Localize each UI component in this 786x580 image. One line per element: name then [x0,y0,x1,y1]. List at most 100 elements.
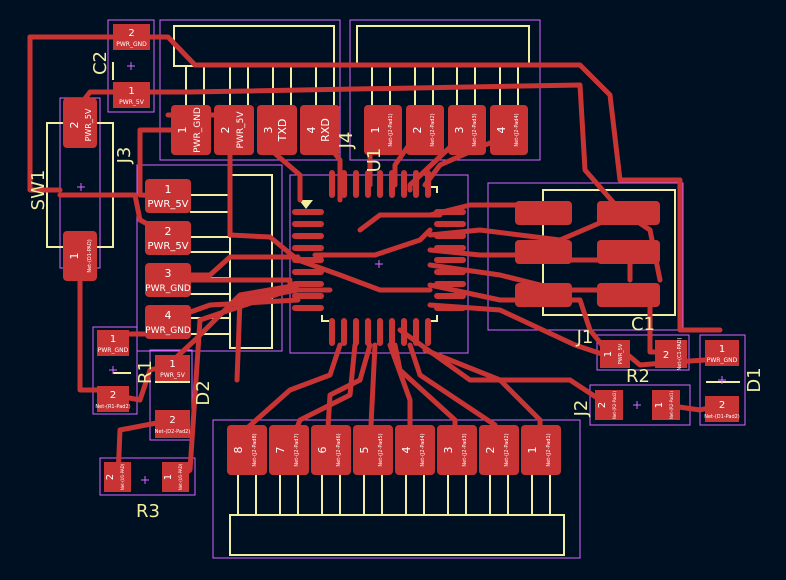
pad-number: 1 [526,447,539,454]
pad-j4-1: 1 PWR_GND [171,105,211,155]
ref-d1: D1 [744,367,765,392]
pad-r1-1: 1 PWR_GND [97,330,129,356]
pad-number: 2 [411,127,424,134]
pad-net: PWR_5V [147,241,188,252]
pad-r1-2: 2 Net-(R1-Pad2) [95,386,131,412]
trace-vertical-j3 [234,287,301,383]
trace-inner-b [357,212,443,233]
ref-c2: C2 [90,51,111,75]
pad-number: 2 [663,350,669,361]
trace-sw1 [27,34,63,193]
pad-net: Net-(J2-Pad3) [462,433,468,466]
pad-j1-1: 1 PWR_5V [600,340,630,368]
courtyard-bottom-header [212,419,581,559]
pad-j3-1: 1 PWR_5V [145,179,191,213]
silk-bottom-header-body [229,514,565,556]
pad-net: Net-(J2-Pad7) [294,433,300,466]
pad-number: 1 [165,183,172,196]
pad-d1-1: 1 PWR_GND [705,340,739,366]
pad-net: Net-(J2-Pad1) [546,433,552,466]
pad-bottom-3: 3 Net-(J2-Pad3) [437,425,477,475]
pad-r2-1: 1 Net-(R2-Pad1) [652,390,680,420]
pad-r3-1: 1 Net-(U1-PAD) [162,462,189,492]
pad-bottom-8: 8 Net-(J2-Pad8) [227,425,267,475]
pad-net: PWR_5V [119,99,145,106]
pad-net: Net-(U1-PAD) [178,463,183,490]
pad-net: Net-(R1-Pad2) [95,404,130,410]
pad-number: 1 [654,402,665,408]
pad-number: 2 [597,402,608,408]
ref-u1: U1 [364,148,385,173]
pad-j3-2: 2 PWR_5V [145,221,191,255]
pad-j3-4: 4 PWR_GND [145,305,191,339]
courtyard-j2-small [589,384,691,426]
pad-net: Net-(D1-PAD) [87,239,93,272]
pad-number: 7 [274,447,287,454]
ref-j2: J2 [571,400,592,418]
pad-number: 2 [719,400,725,411]
pad-number: 1 [176,127,189,134]
courtyard-r3 [99,457,196,496]
pad-net: Net-(J2-Pad1) [388,113,394,146]
trace-j2-3 [407,132,466,193]
silk-u1-corner-tr [430,186,438,193]
courtyard-d1 [699,334,746,426]
pad-number: 2 [219,127,232,134]
pad-c1-2: 2 Net-(C1-PAD) [655,337,687,370]
pad-r2-2: 2 Net-(R2-Pad2) [595,390,623,420]
pad-number: 6 [316,447,329,454]
pad-number: 4 [165,309,172,322]
j1-pads [515,201,660,307]
pad-net: Net-(U1-PAD) [120,463,125,490]
pad-d2-2: 2 Net-(D2-Pad2) [155,410,191,438]
pad-j4-3: 3 TXD [257,105,297,155]
pad-j4-2: 2 PWR_5V [214,105,254,155]
courtyard-r1 [92,326,138,415]
ref-sw1: SW1 [28,170,49,211]
pad-net: Net-(J2-Pad8) [252,433,258,466]
pad-number: 4 [495,127,508,134]
pad-j3-3: 3 PWR_GND [145,263,191,297]
pad-number: 2 [128,28,134,39]
trace-inner-a [312,227,433,258]
pad-net: PWR_GND [98,347,129,354]
pad-net: Net-(D2-Pad2) [155,429,191,435]
pad-net: Net-(C1-PAD) [677,337,683,370]
silk-u1-corner-bl [321,315,329,322]
pad-number: 3 [165,267,172,280]
ref-d2: D2 [193,380,214,405]
pad-c2-2: 2 PWR_GND [113,24,150,50]
trace-u1-j1-b [427,207,633,243]
pad-bottom-2: 2 Net-(J2-Pad2) [479,425,519,475]
pad-number: 1 [128,86,134,97]
courtyard-d2 [149,349,193,441]
ref-r3: R3 [136,501,160,522]
pad-net: Net-(J2-Pad5) [378,433,384,466]
pad-net: RXD [319,118,332,142]
trace-d2-u1 [165,282,301,368]
pad-net: PWR_5V [84,108,93,141]
pad-net: Net-(D1-Pad2) [704,414,740,420]
pad-number: 2 [165,225,172,238]
pad-d2-1: 1 PWR_5V [155,355,190,381]
ref-j1: J1 [576,327,594,348]
pad-net: Net-(J2-Pad4) [514,113,520,146]
trace-u1-j1-d [427,282,613,358]
pad-j2top-1: 1 Net-(J2-Pad1) [364,105,402,155]
silk-u1-corner-br [430,315,438,322]
pad-number: 1 [603,351,614,357]
pad-number: 5 [358,447,371,454]
pad-net: Net-(J2-Pad6) [336,433,342,466]
pad-number: 3 [262,127,275,134]
trace-gnd-top [27,34,723,333]
pad-net: Net-(R2-Pad1) [669,391,674,420]
pad-net: Net-(J2-Pad3) [472,113,478,146]
ref-c1: C1 [631,314,655,335]
pad-number: 3 [453,127,466,134]
pad-j2top-3: 3 Net-(J2-Pad3) [448,105,486,155]
pad-net: TXD [276,119,289,143]
pad-net: PWR_GND [145,326,191,336]
ref-labels: C2 J3 J4 SW1 U1 R1 D2 R3 J1 C1 R2 D1 J2 [28,51,765,522]
pad-net: Net-(R2-Pad2) [612,391,617,420]
